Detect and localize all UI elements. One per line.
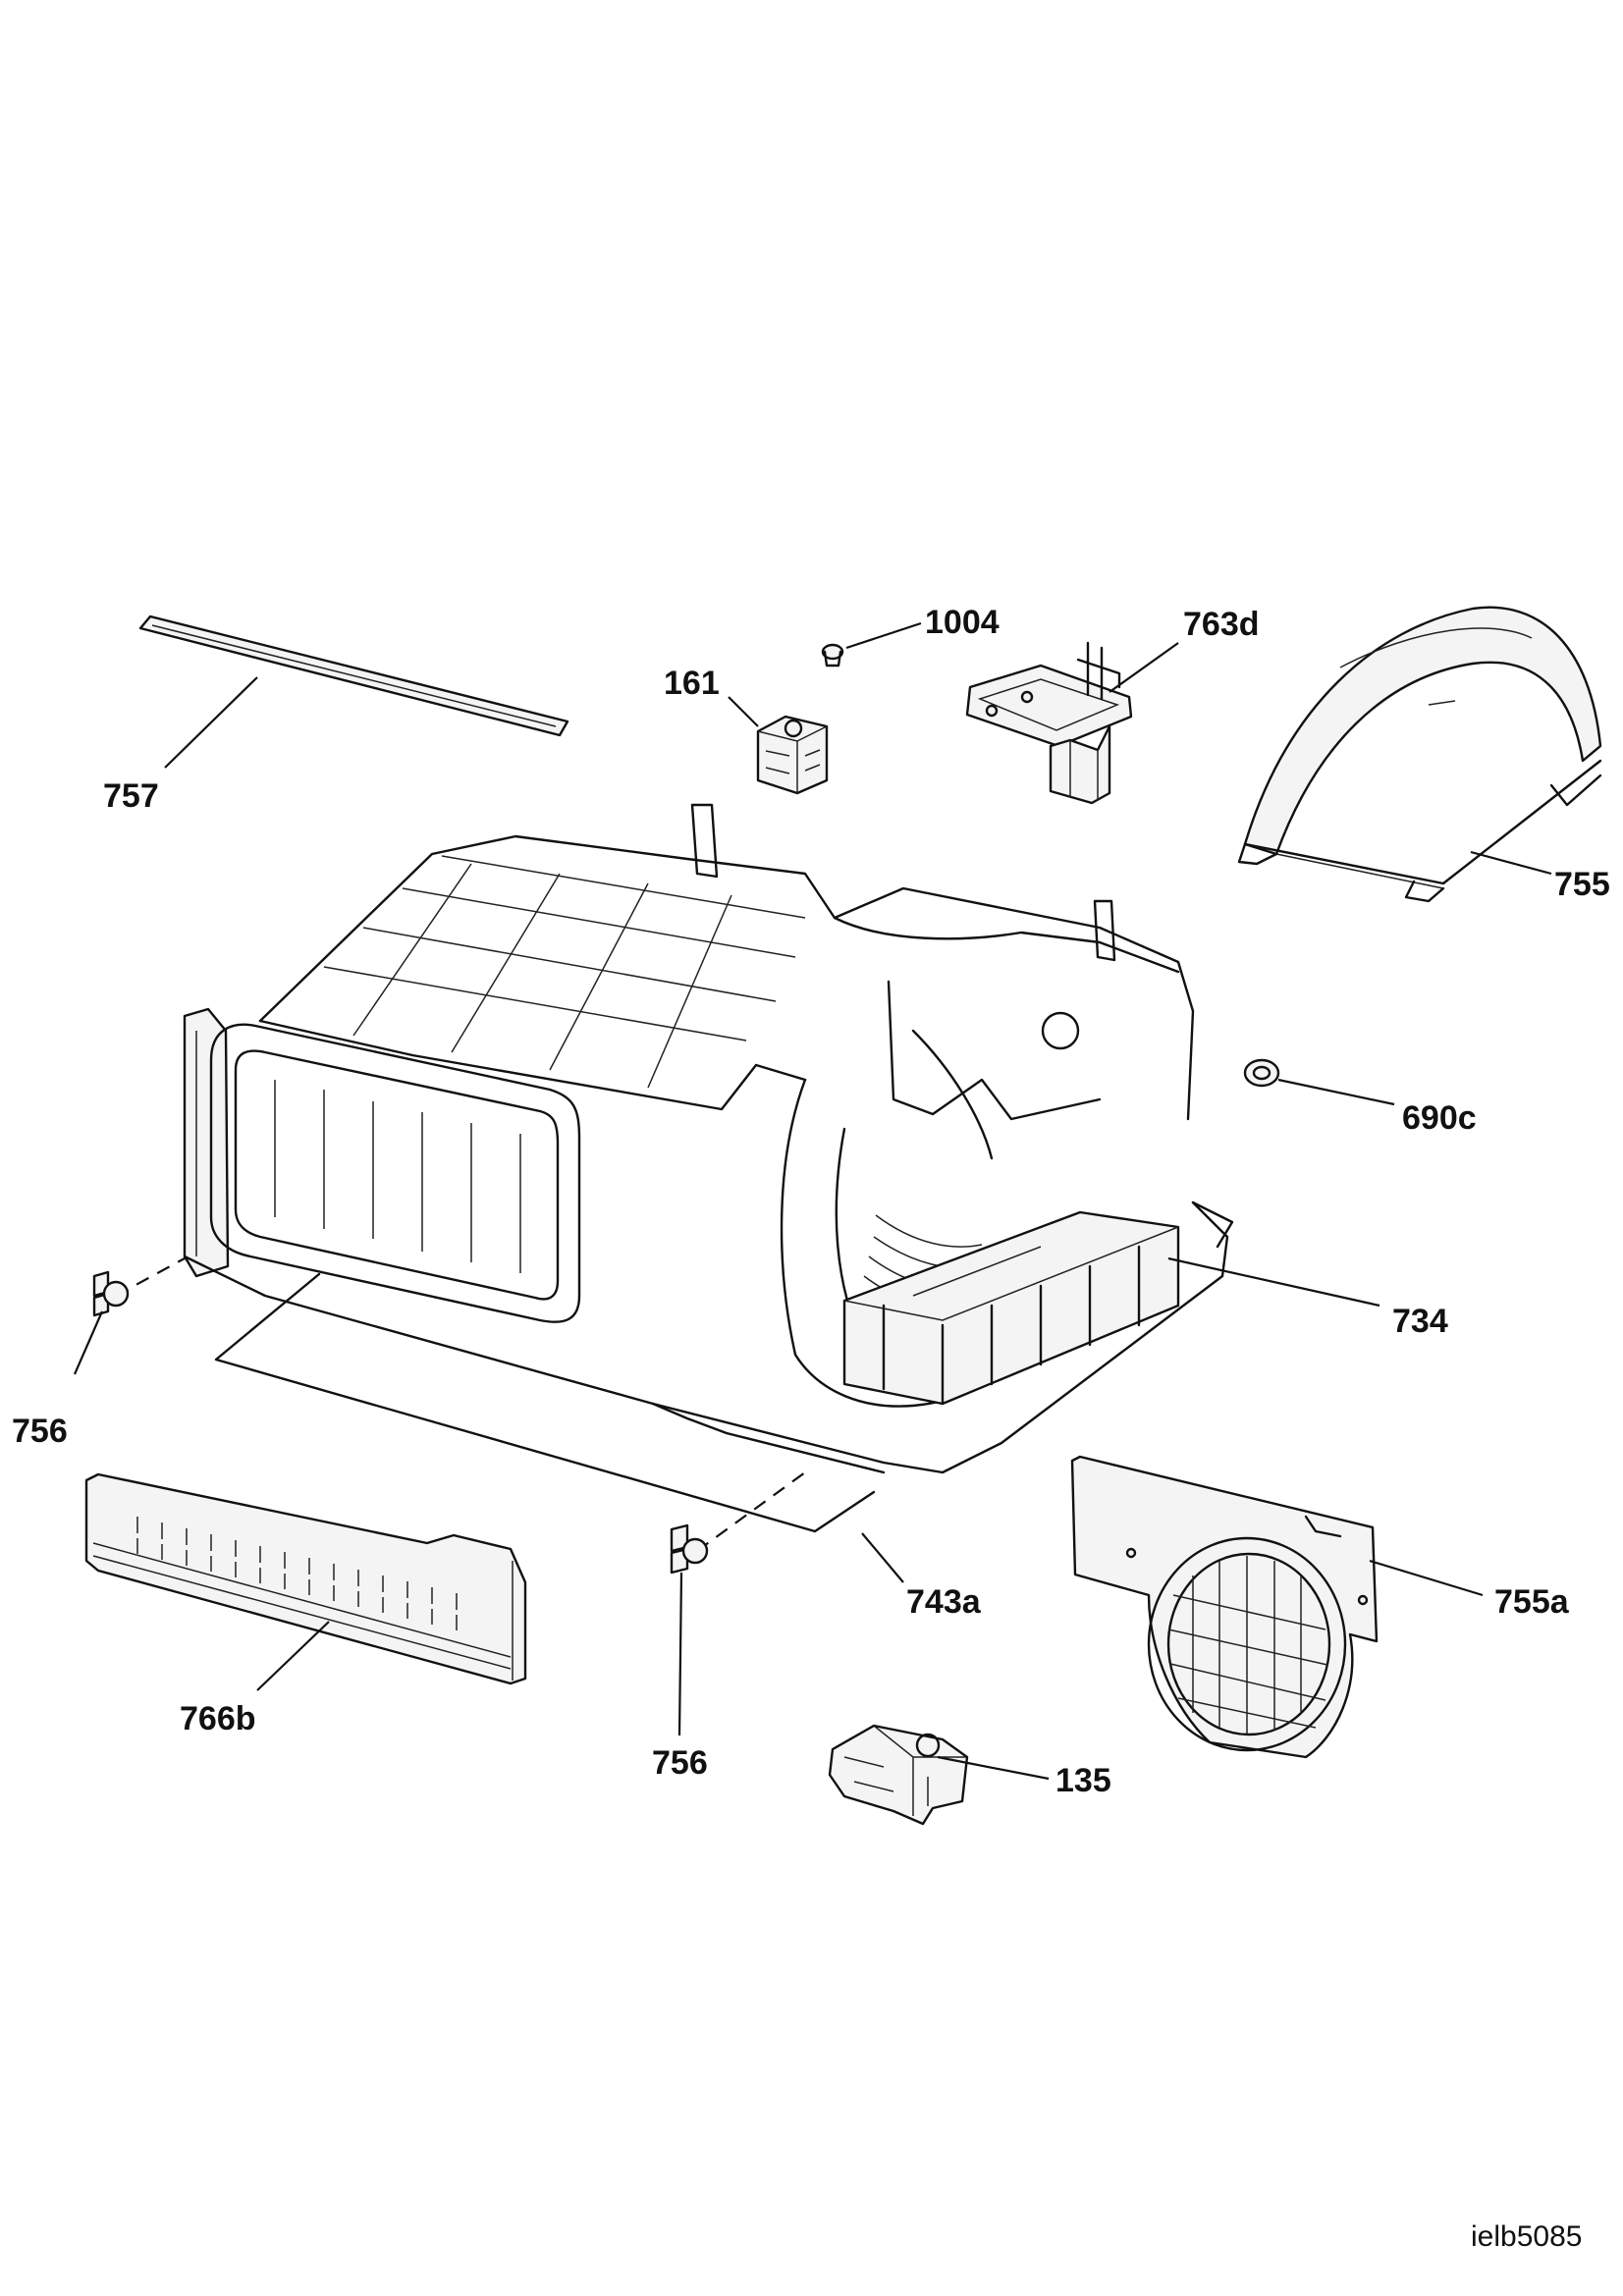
callout-755: 755 xyxy=(1554,866,1610,903)
callout-1004: 1004 xyxy=(925,604,1000,641)
callout-766b: 766b xyxy=(180,1700,256,1737)
callout-755a: 755a xyxy=(1494,1583,1570,1621)
part-1004-plug xyxy=(821,643,844,667)
callout-756-center: 756 xyxy=(652,1744,708,1782)
part-690c-grommet xyxy=(1243,1058,1280,1088)
part-743a-outline xyxy=(214,1272,876,1533)
part-756-clip-center xyxy=(670,1523,709,1575)
leader-161 xyxy=(728,696,759,727)
leader-743a xyxy=(861,1532,904,1583)
callout-734: 734 xyxy=(1392,1303,1448,1340)
callout-763d: 763d xyxy=(1183,606,1260,643)
callout-135: 135 xyxy=(1055,1762,1111,1799)
drawing-code: ielb5085 xyxy=(1471,2220,1582,2253)
part-755a-grille-panel xyxy=(1070,1455,1379,1759)
leader-1004 xyxy=(845,621,922,650)
part-766b-panel xyxy=(84,1472,527,1685)
leader-763d xyxy=(1109,642,1179,693)
part-734-base-frame xyxy=(183,803,1234,1474)
part-763d-bracket xyxy=(965,641,1133,805)
callout-690c: 690c xyxy=(1402,1099,1477,1137)
callout-756-left: 756 xyxy=(12,1413,68,1450)
part-757-seal-strip xyxy=(138,614,569,737)
callout-161: 161 xyxy=(664,665,720,702)
callout-743a: 743a xyxy=(906,1583,982,1621)
leader-135 xyxy=(937,1755,1050,1781)
callout-757: 757 xyxy=(103,777,159,815)
leader-755 xyxy=(1470,850,1552,876)
part-161-sensor xyxy=(756,715,829,795)
leader-734 xyxy=(1167,1256,1380,1308)
leader-766b xyxy=(256,1621,330,1691)
leader-756-center xyxy=(677,1572,683,1736)
part-755-duct-cover xyxy=(1237,606,1602,903)
leader-757 xyxy=(164,676,258,769)
leader-756-left xyxy=(73,1310,104,1375)
part-135-switch xyxy=(828,1724,969,1826)
leader-690c xyxy=(1277,1078,1395,1106)
leader-755a xyxy=(1369,1559,1484,1597)
part-756-clip-left xyxy=(92,1270,130,1317)
fastener-line-center xyxy=(696,1471,806,1552)
